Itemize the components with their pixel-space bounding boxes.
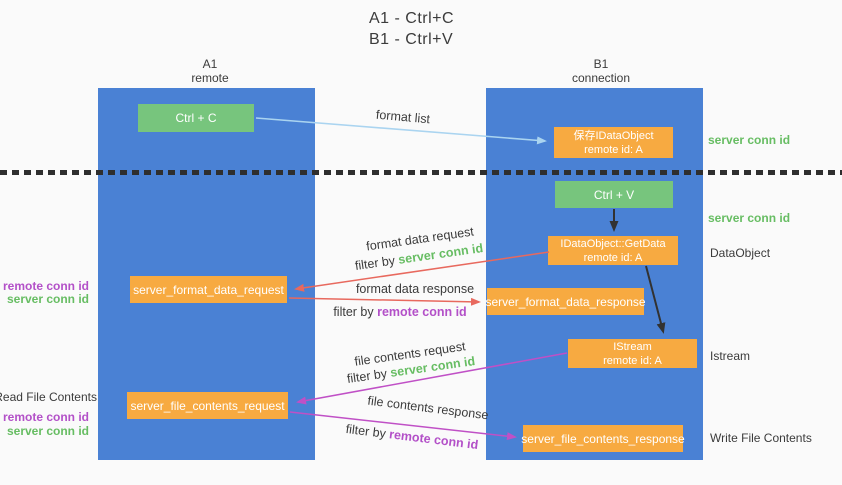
- ctrl-v-label: Ctrl + V: [593, 187, 635, 202]
- format-list-label: format list: [375, 107, 431, 127]
- column-a1-title: A1: [202, 57, 218, 71]
- server-file-contents-response-label: server_file_contents_response: [521, 431, 685, 446]
- getdata-line1: IDataObject::GetData: [560, 237, 666, 250]
- format-data-response-label: format data response: [355, 282, 475, 296]
- format-data-response-filter-label: filter by remote conn id: [333, 305, 466, 319]
- right-write-file-contents-label: Write File Contents: [710, 431, 812, 445]
- remote-conn-id-key: remote conn id: [377, 305, 467, 319]
- istream-line2: remote id: A: [603, 354, 662, 367]
- title-line-ctrl-c: A1 - Ctrl+C: [369, 10, 455, 27]
- server-format-data-response-node: server_format_data_response: [485, 288, 646, 315]
- server-format-data-request-label: server_format_data_request: [133, 282, 284, 297]
- left-remote-conn-id-top: remote conn id: [2, 279, 89, 293]
- istream-node: IStream remote id: A: [568, 339, 697, 368]
- column-a1-subtitle: remote: [191, 71, 229, 85]
- file-contents-response-label: file contents response: [366, 393, 490, 423]
- server-file-contents-response-node: server_file_contents_response: [521, 425, 685, 452]
- left-server-conn-id-bottom: server conn id: [6, 424, 89, 438]
- column-header-b1: B1 connection: [541, 57, 661, 85]
- left-remote-conn-id-bottom: remote conn id: [2, 410, 89, 424]
- filter-by-text: filter by: [344, 421, 387, 441]
- filter-by-text: filter by: [346, 366, 388, 386]
- left-server-conn-id-top: server conn id: [6, 292, 89, 306]
- arrow-format-data-response: [288, 297, 481, 306]
- server-file-contents-request-label: server_file_contents_request: [130, 398, 285, 413]
- istream-line1: IStream: [613, 340, 652, 353]
- phase-divider-dashed-line: [0, 170, 842, 175]
- left-read-file-contents-label: Read File Contents: [0, 390, 97, 404]
- right-istream-label: Istream: [710, 349, 751, 363]
- getdata-line2: remote id: A: [583, 251, 643, 264]
- ctrl-c-label: Ctrl + C: [175, 111, 217, 125]
- file-contents-response-filter-label: filter by remote conn id: [345, 422, 479, 452]
- server-format-data-response-label: server_format_data_response: [485, 294, 646, 309]
- right-dataobject-label: DataObject: [710, 246, 771, 260]
- column-b1-title: B1: [593, 57, 609, 71]
- remote-conn-id-key: remote conn id: [388, 427, 480, 453]
- save-dataobject-node: 保存IDataObject remote id: A: [554, 127, 673, 158]
- ctrl-c-node: Ctrl + C: [138, 104, 254, 132]
- server-file-contents-request-node: server_file_contents_request: [127, 392, 288, 419]
- filter-by-text: filter by: [354, 253, 396, 273]
- ctrl-v-node: Ctrl + V: [555, 181, 673, 208]
- column-header-a1: A1 remote: [150, 57, 270, 85]
- right-server-conn-id-top: server conn id: [708, 133, 791, 147]
- server-format-data-request-node: server_format_data_request: [130, 276, 287, 303]
- filter-by-text: filter by: [333, 305, 374, 319]
- column-b1-subtitle: connection: [571, 71, 631, 85]
- save-dataobject-line1: 保存IDataObject: [573, 129, 654, 142]
- save-dataobject-line2: remote id: A: [584, 143, 643, 156]
- diagram-title: A1 - Ctrl+C B1 - Ctrl+V: [369, 8, 454, 50]
- title-line-ctrl-v: B1 - Ctrl+V: [369, 31, 454, 48]
- right-server-conn-id-mid: server conn id: [708, 211, 791, 225]
- idataobject-getdata-node: IDataObject::GetData remote id: A: [548, 236, 678, 265]
